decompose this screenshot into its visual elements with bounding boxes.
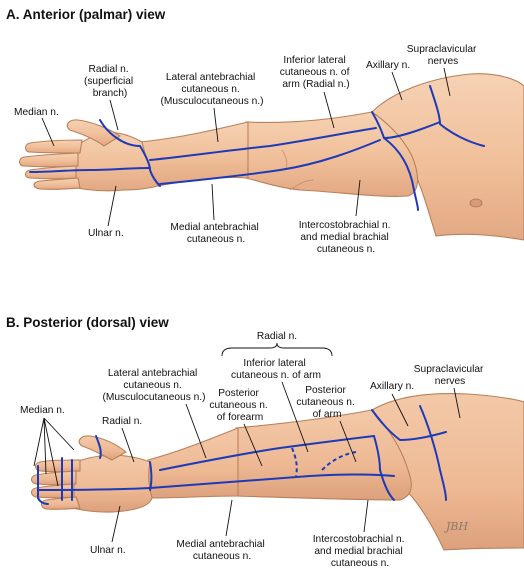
label-b-intercostobrachial: Intercostobrachial n. and medial brachia… [313, 534, 408, 569]
label-a-median: Median n. [14, 107, 59, 118]
panel-b-finger-index [34, 459, 81, 473]
panel-a-lateral-forearm-boundary [149, 127, 377, 161]
label-b-medial-antebrachial: Medial antebrachial cutaneous n. [176, 539, 267, 562]
label-b-supraclavicular: Supraclavicular nerves [414, 364, 487, 387]
panel-b-nerve-boundaries [37, 405, 447, 505]
label-b-median: Median n. [20, 405, 65, 416]
label-a-inferior-lateral: Inferior lateral cutaneous n. of arm (Ra… [280, 55, 353, 90]
panel-a-nerve-boundaries [29, 85, 485, 211]
panel-a-title: A. Anterior (palmar) view [6, 7, 166, 22]
panel-b-hand [65, 454, 153, 513]
label-b-posterior-forearm: Posterior cutaneous n. of forearm [209, 388, 270, 423]
panel-b-thumb-boundary [95, 435, 102, 459]
panel-a-supraclavicular-boundary [429, 85, 485, 147]
panel-b-axillary-top [371, 409, 447, 441]
label-a-axillary: Axillary n. [366, 60, 410, 71]
label-b-ulnar: Ulnar n. [90, 545, 126, 556]
label-b-lateral-antebrachial: Lateral antebrachial cutaneous n. (Muscu… [102, 368, 205, 403]
panel-a-intercosto-boundary [383, 137, 419, 211]
panel-b-posterior-forearm-dash [291, 447, 298, 477]
label-a-medial-antebrachial: Medial antebrachial cutaneous n. [170, 222, 261, 245]
panel-b: B. Posterior (dorsal) view [6, 315, 524, 569]
radial-group-bracket [221, 342, 333, 357]
panel-a-finger-little [33, 177, 81, 190]
panel-a-upper-arm [245, 111, 419, 197]
label-a-ulnar: Ulnar n. [88, 228, 124, 239]
panel-b-median-boundary-2 [37, 465, 49, 505]
panel-a-nipple [469, 198, 483, 208]
panel-b-finger-little [40, 496, 81, 510]
panel-a-medial-boundary [159, 139, 381, 185]
label-a-supraclavicular: Supraclavicular nerves [407, 44, 480, 67]
panel-a-finger-index [24, 139, 83, 154]
panel-a-elbow-crease [281, 149, 288, 169]
label-b-inferior-lateral: Inferior lateral cutaneous n. of arm [231, 358, 321, 381]
panel-a-finger-middle [18, 152, 79, 168]
artist-signature: JBH [444, 520, 468, 533]
panel-b-posterior-arm-dash [321, 451, 357, 471]
label-a-lateral-antebrachial: Lateral antebrachial cutaneous n. (Muscu… [160, 72, 263, 107]
panel-a-median-ulnar-boundary [29, 167, 151, 173]
panel-a: A. Anterior (palmar) view [6, 7, 524, 255]
label-a-intercostobrachial: Intercostobrachial n. and medial brachia… [299, 220, 394, 255]
panel-b-labels: Radial n. Inferior lateral cutaneous n. … [20, 331, 487, 569]
label-b-posterior-arm: Posterior cutaneous n. of arm [296, 385, 357, 420]
panel-b-supraclavicular-boundary [419, 405, 447, 501]
panel-b-medial-boundary [149, 473, 395, 489]
panel-a-radial-boundary [99, 119, 161, 187]
panel-a-thumb [66, 119, 122, 147]
label-b-radial-group: Radial n. [257, 331, 297, 342]
label-a-radial-superficial: Radial n. (superficial branch) [84, 64, 136, 99]
panel-b-lateral-boundary [159, 435, 375, 471]
panel-b-axillary-boundary [373, 435, 395, 501]
panel-b-ulnar-boundary [37, 487, 151, 491]
panel-a-labels: Median n. Radial n. (superficial branch)… [14, 44, 480, 255]
label-b-axillary: Axillary n. [370, 381, 414, 392]
panel-a-axilla-crease [289, 179, 315, 191]
label-b-radial: Radial n. [102, 416, 142, 427]
panel-b-title: B. Posterior (dorsal) view [6, 315, 169, 330]
